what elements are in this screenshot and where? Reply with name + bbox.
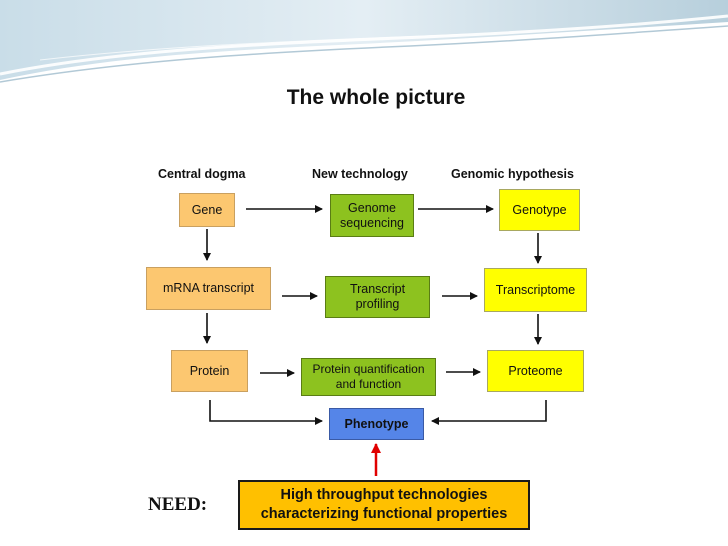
- slide-title: The whole picture: [286, 86, 466, 109]
- need-box: High throughput technologies characteriz…: [238, 480, 530, 530]
- node-genotype: Genotype: [499, 189, 580, 231]
- node-phenotype: Phenotype: [329, 408, 424, 440]
- arrow-protein-to-phenotype: [209, 400, 323, 425]
- column-header-central-dogma: Central dogma: [158, 167, 246, 181]
- node-protein: Protein: [171, 350, 248, 392]
- node-gene: Gene: [179, 193, 235, 227]
- need-line-2: characterizing functional properties: [260, 506, 508, 522]
- column-header-genomic-hypothesis: Genomic hypothesis: [451, 167, 574, 181]
- node-genome-sequencing: Genome sequencing: [330, 194, 414, 237]
- need-label: NEED:: [148, 494, 208, 515]
- column-header-new-technology: New technology: [312, 167, 408, 181]
- node-proteome: Proteome: [487, 350, 584, 392]
- node-transcriptome: Transcriptome: [484, 268, 587, 312]
- node-mrna-transcript: mRNA transcript: [146, 267, 271, 310]
- node-protein-quantification: Protein quantification and function: [301, 358, 436, 396]
- node-transcript-profiling: Transcript profiling: [325, 276, 430, 318]
- arrow-proteome-to-phenotype: [431, 400, 547, 425]
- header-banner-decoration: [0, 0, 728, 83]
- need-line-1: High throughput technologies: [280, 487, 488, 503]
